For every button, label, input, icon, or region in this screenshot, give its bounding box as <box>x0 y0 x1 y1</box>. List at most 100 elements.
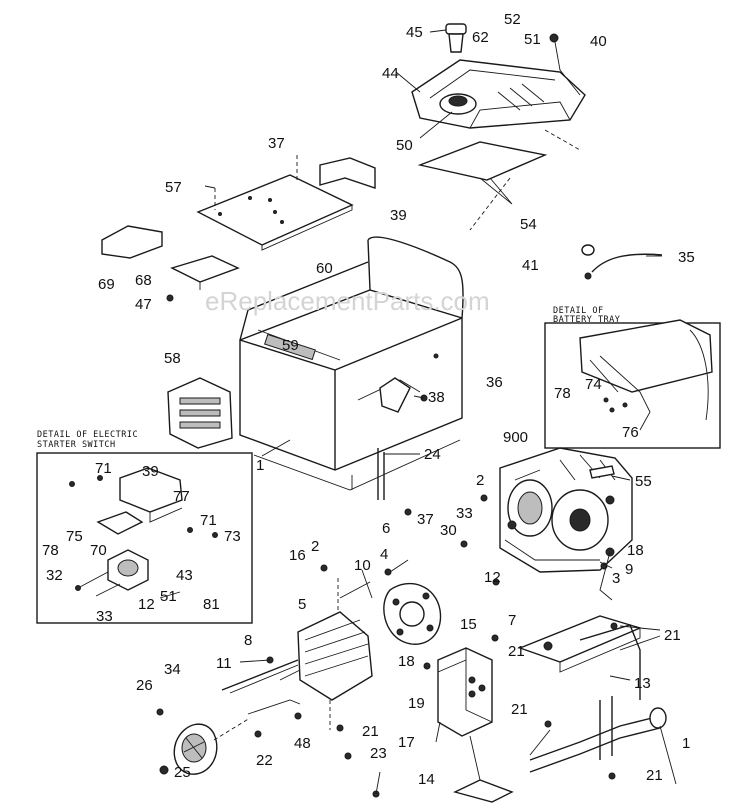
part-label: 12 <box>138 596 155 613</box>
part-label: 70 <box>90 542 107 559</box>
part-label: 33 <box>96 608 113 625</box>
part-label: 19 <box>408 695 425 712</box>
part-label: 21 <box>362 723 379 740</box>
part-number-labels: 45 62 52 51 40 44 50 37 57 39 54 69 68 6… <box>42 11 695 788</box>
part-label: 2 <box>311 538 319 555</box>
part-label: 9 <box>625 561 633 578</box>
part-label: 24 <box>424 446 441 463</box>
detail-battery-title-line1: DETAIL OF <box>553 306 604 316</box>
control-box-19 <box>437 647 493 737</box>
part-label: 22 <box>256 752 273 769</box>
part-label: 1 <box>256 457 264 474</box>
tank-pad <box>417 141 548 181</box>
part-label: 69 <box>98 276 115 293</box>
part-label: 11 <box>216 655 232 672</box>
part-label: 3 <box>612 570 620 587</box>
part-label: 14 <box>418 771 435 788</box>
frame <box>239 236 464 491</box>
part-label: 21 <box>646 767 663 784</box>
leader-lines <box>204 29 677 795</box>
part-label: 39 <box>142 463 159 480</box>
bracket-14 <box>452 779 514 803</box>
part-label: 25 <box>174 764 191 781</box>
fuel-cap <box>445 23 467 53</box>
hose-35 <box>581 244 663 280</box>
part-label: 1 <box>682 735 690 752</box>
part-label: 71 <box>95 460 112 477</box>
part-label: 43 <box>176 567 193 584</box>
part-label: 37 <box>268 135 285 152</box>
part-label: 48 <box>294 735 311 752</box>
part-label: 50 <box>396 137 413 154</box>
part-label: 16 <box>289 547 306 564</box>
detail-electric-title-line2: STARTER SWITCH <box>37 440 116 450</box>
part-label: 15 <box>460 616 477 633</box>
cradle-13 <box>518 615 667 773</box>
part-label: 26 <box>136 677 153 694</box>
part-label: 23 <box>370 745 387 762</box>
rotor-5 <box>297 611 373 701</box>
part-label: 38 <box>428 389 445 406</box>
part-label: 41 <box>522 257 539 274</box>
part-label: 78 <box>42 542 59 559</box>
part-label: 18 <box>398 653 415 670</box>
part-label: 10 <box>354 557 371 574</box>
detail-battery-title-line2: BATTERY TRAY <box>553 315 620 325</box>
part-label: 18 <box>627 542 644 559</box>
part-label: 44 <box>382 65 399 82</box>
part-label: 59 <box>282 337 299 354</box>
part-label: 77 <box>173 488 190 505</box>
part-label: 5 <box>298 596 306 613</box>
part-label: 21 <box>664 627 681 644</box>
part-label: 4 <box>380 546 388 563</box>
part-label: 36 <box>486 374 503 391</box>
part-label: 47 <box>135 296 152 313</box>
detail-battery-tray <box>544 319 721 449</box>
end-cover-10 <box>383 582 442 645</box>
part-label: 62 <box>472 29 489 46</box>
part-label: 6 <box>382 520 390 537</box>
part-label: 21 <box>508 643 525 660</box>
part-label: 60 <box>316 260 333 277</box>
part-label: 45 <box>406 24 423 41</box>
part-label: 51 <box>524 31 541 48</box>
part-label: 40 <box>590 33 607 50</box>
detail-electric-title-line1: DETAIL OF ELECTRIC <box>37 430 138 440</box>
part-label: 2 <box>476 472 484 489</box>
panel-58 <box>167 377 233 449</box>
part-label: 71 <box>200 512 217 529</box>
part-label: 73 <box>224 528 241 545</box>
part-label: 39 <box>390 207 407 224</box>
cover-plate <box>196 174 354 251</box>
part-label: 74 <box>585 376 602 393</box>
part-label: 13 <box>634 675 651 692</box>
bracket-39 <box>319 157 376 189</box>
part-label: 54 <box>520 216 537 233</box>
part-label: 32 <box>46 567 63 584</box>
part-label: 900 <box>503 429 528 446</box>
part-label: 21 <box>511 701 528 718</box>
watermark: eReplacementParts.com <box>205 286 490 316</box>
part-label: 57 <box>165 179 182 196</box>
part-label: 52 <box>504 11 521 28</box>
part-label: 33 <box>456 505 473 522</box>
part-label: 76 <box>622 424 639 441</box>
part-55 <box>589 465 615 479</box>
part-label: 58 <box>164 350 181 367</box>
bracket-69 <box>101 225 163 259</box>
part-label: 68 <box>135 272 152 289</box>
bracket-68 <box>170 255 240 290</box>
engine <box>499 447 633 573</box>
part-label: 34 <box>164 661 181 678</box>
part-label: 7 <box>508 612 516 629</box>
part-label: 51 <box>160 588 177 605</box>
part-label: 12 <box>484 569 501 586</box>
part-label: 75 <box>66 528 83 545</box>
fan-cover-34 <box>173 723 218 775</box>
part-label: 78 <box>554 385 571 402</box>
part-label: 55 <box>635 473 652 490</box>
part-label: 35 <box>678 249 695 266</box>
part-label: 30 <box>440 522 457 539</box>
part-label: 37 <box>417 511 434 528</box>
